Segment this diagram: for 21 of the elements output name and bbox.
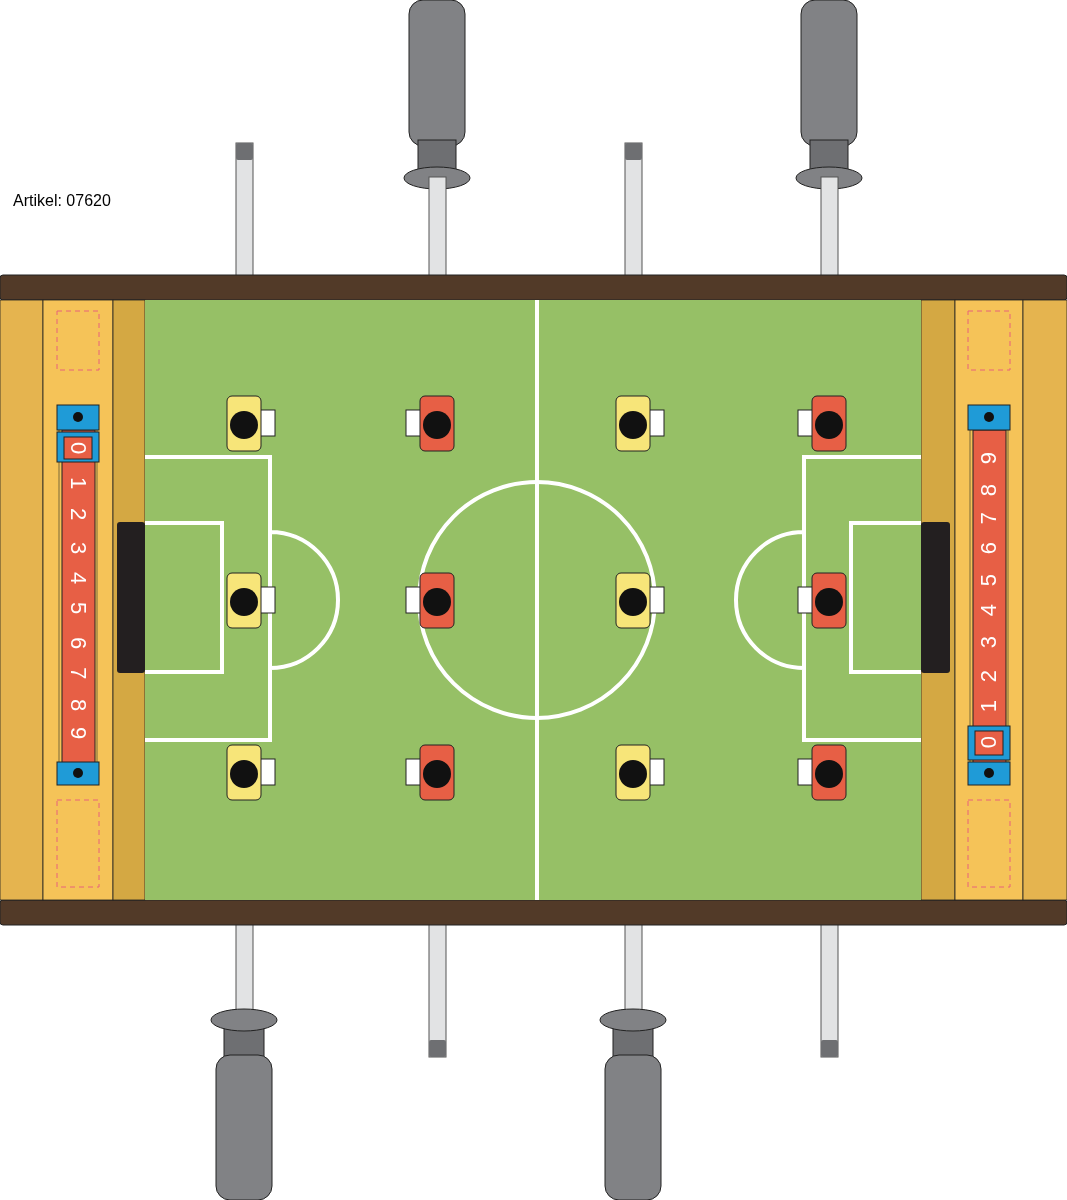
score-digit: 0 — [67, 440, 89, 457]
score-digit: 2 — [67, 506, 89, 523]
score-digit: 1 — [978, 698, 1000, 715]
score-digit: 6 — [67, 635, 89, 652]
score-digit: 5 — [978, 572, 1000, 589]
score-digit: 4 — [978, 602, 1000, 619]
score-digit: 3 — [978, 634, 1000, 651]
score-digit: 4 — [67, 570, 89, 587]
score-digit: 0 — [978, 734, 1000, 751]
score-digit: 8 — [67, 697, 89, 714]
score-digit: 1 — [67, 475, 89, 492]
score-digit: 5 — [67, 600, 89, 617]
score-digit: 7 — [978, 510, 1000, 527]
score-digit: 3 — [67, 540, 89, 557]
score-digit: 6 — [978, 540, 1000, 557]
score-digit: 8 — [978, 482, 1000, 499]
article-number: Artikel: 07620 — [13, 193, 111, 209]
score-digit: 9 — [978, 450, 1000, 467]
score-digit: 2 — [978, 668, 1000, 685]
score-digit: 9 — [67, 725, 89, 742]
score-digit: 7 — [67, 665, 89, 682]
